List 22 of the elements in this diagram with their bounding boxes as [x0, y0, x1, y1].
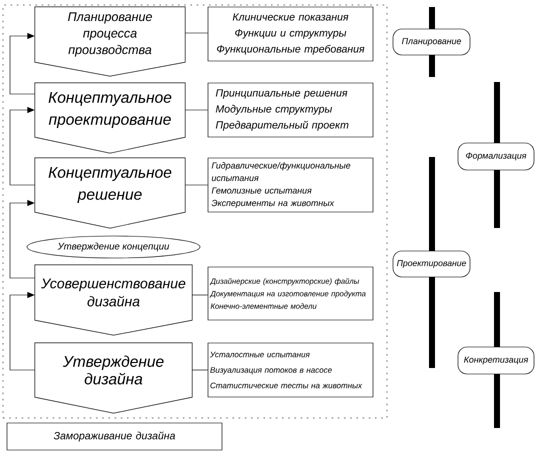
note-box: Клинические показания Функции и структуры Функциональные требования: [208, 6, 374, 62]
step-pentagon: Концептуальное проектирование: [34, 82, 186, 154]
process-box: Замораживание дизайна: [6, 422, 222, 450]
phase-label: Конкретизация: [458, 346, 534, 374]
note-box: Принципиальные решения Модульные структуры Предварительный проект: [208, 82, 374, 138]
phase-label: Планирование: [392, 28, 470, 56]
feedback-arrow: [10, 292, 36, 370]
connector-line: [184, 32, 208, 34]
connector-line: [192, 294, 208, 296]
step-pentagon: Концептуальное решение: [34, 158, 186, 229]
step-pentagon: Усовершенствование дизайна: [34, 264, 192, 336]
step-pentagon: Утверждение дизайна: [34, 342, 192, 414]
step-pentagon: Планирование процесса производства: [34, 6, 186, 77]
note-box: Усталостные испытания Визуализация потоков в насосе Статистические тесты на животных: [208, 342, 374, 398]
phase-label: Формализация: [458, 142, 534, 170]
feedback-arrow: [10, 32, 36, 94]
phase-label: Проектирование: [392, 250, 470, 278]
feedback-arrow: [10, 106, 36, 186]
feedback-arrow: [10, 200, 36, 278]
note-box: Гидравлические/функциональные испытания Гемолизные испытания Эксперименты на животных: [208, 158, 374, 212]
connector-line: [184, 184, 208, 186]
dotted-frame: [2, 4, 388, 418]
